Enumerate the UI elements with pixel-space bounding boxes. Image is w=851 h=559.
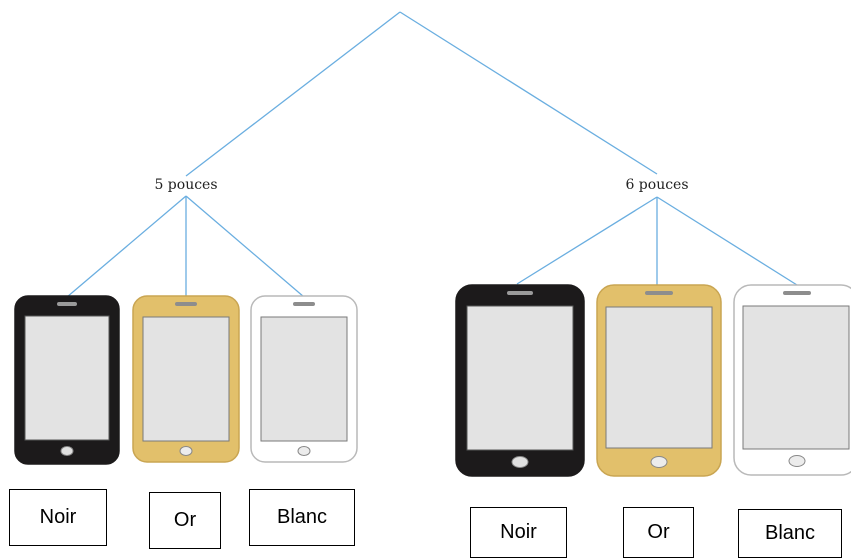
6-pouces-to-blanc-line [656,196,798,286]
phone-6-blanc-icon [733,284,851,476]
root-to-5-pouces-line [185,11,401,177]
phone-6-or-icon [596,284,722,477]
label-box-5-noir: Noir [9,489,107,546]
phone-5-noir-icon [14,295,120,465]
label-box-6-blanc: Blanc [738,509,842,558]
root-to-6-pouces-line [399,11,658,175]
6-pouces-to-noir-line [516,196,658,285]
label-box-5-blanc: Blanc [249,489,355,546]
phone-5-blanc-icon [250,295,358,463]
phone-6-noir-icon [455,284,585,477]
branch-label-5-pouces: 5 pouces [154,177,217,193]
branch-label-6-pouces: 6 pouces [625,177,688,193]
label-box-6-or: Or [623,507,694,558]
label-box-5-or: Or [149,492,221,549]
label-box-6-noir: Noir [470,507,567,558]
phone-5-or-icon [132,295,240,463]
5-pouces-to-blanc-line [185,195,305,298]
5-pouces-to-noir-line [66,195,187,298]
